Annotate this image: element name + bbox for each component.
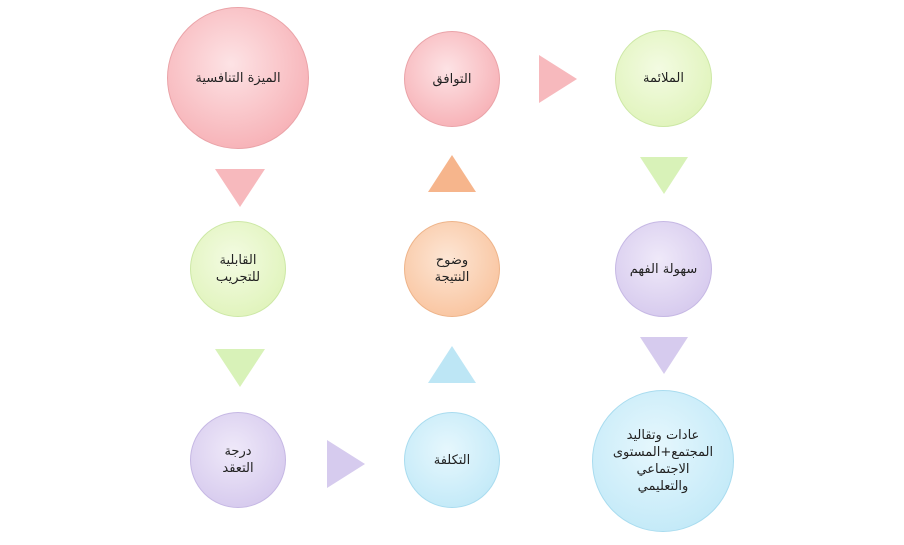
arrow-up-blue <box>428 346 476 383</box>
arrow-down-purple <box>640 337 688 374</box>
arrow-down-green-right <box>640 157 688 194</box>
arrow-right-pink <box>539 55 577 103</box>
node-cost: التكلفة <box>404 412 500 508</box>
arrow-down-pink <box>215 169 265 207</box>
arrow-up-orange <box>428 155 476 192</box>
node-compatibility: التوافق <box>404 31 500 127</box>
node-suitability: الملائمة <box>615 30 712 127</box>
arrow-down-green-left <box>215 349 265 387</box>
node-trialability: القابلية للتجريب <box>190 221 286 317</box>
node-ease-of-understanding: سهولة الفهم <box>615 221 712 317</box>
arrow-right-purple <box>327 440 365 488</box>
node-competitive-advantage: الميزة التنافسية <box>167 7 309 149</box>
node-complexity-degree: درجة التعقد <box>190 412 286 508</box>
node-customs-traditions: عادات وتقاليد المجتمع+المستوى الاجتماعي … <box>592 390 734 532</box>
node-result-clarity: وضوح النتيجة <box>404 221 500 317</box>
